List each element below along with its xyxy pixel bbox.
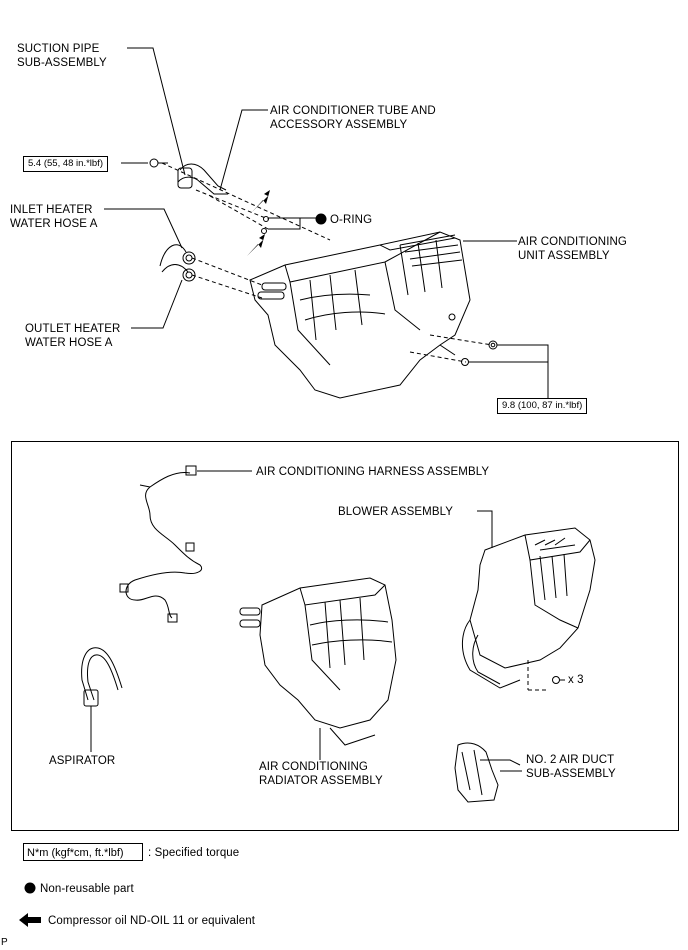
footer-mark: P	[1, 937, 8, 948]
legend-torque-box: N*m (kgf*cm, ft.*lbf)	[23, 843, 143, 861]
leader-tube-assembly	[219, 109, 268, 191]
component-panel	[11, 441, 679, 831]
oil-arrow-1	[252, 190, 270, 212]
legend-nonreusable: Non-reusable part	[40, 883, 134, 895]
label-radiator: AIR CONDITIONING RADIATOR ASSEMBLY	[259, 761, 383, 787]
label-duct: NO. 2 AIR DUCT SUB-ASSEMBLY	[526, 754, 616, 780]
legend-oil: Compressor oil ND-OIL 11 or equivalent	[48, 915, 256, 927]
torque-unit: 9.8 (100, 87 in.*lbf)	[497, 398, 588, 414]
non-reusable-marker	[315, 213, 327, 225]
label-screw-count: x 3	[568, 674, 584, 686]
label-harness: AIR CONDITIONING HARNESS ASSEMBLY	[256, 466, 490, 478]
label-blower: BLOWER ASSEMBLY	[338, 506, 454, 518]
legend-dot	[24, 882, 36, 894]
label-suction-pipe: SUCTION PIPE SUB-ASSEMBLY	[17, 43, 107, 69]
legend-oil-arrow	[19, 913, 41, 927]
label-tube-assembly: AIR CONDITIONER TUBE AND ACCESSORY ASSEM…	[270, 105, 436, 131]
torque-suction: 5.4 (55, 48 in.*lbf)	[23, 156, 108, 172]
label-o-ring: O-RING	[330, 214, 373, 226]
leader-o-ring	[268, 217, 316, 230]
leader-outlet-hose	[131, 279, 183, 329]
leader-inlet-hose	[104, 208, 183, 249]
label-unit-assembly: AIR CONDITIONING UNIT ASSEMBLY	[518, 236, 627, 262]
label-outlet-hose: OUTLET HEATER WATER HOSE A	[25, 323, 121, 349]
label-aspirator: ASPIRATOR	[49, 755, 116, 767]
leader-suction-pipe	[127, 47, 186, 176]
harness-wire	[125, 471, 203, 619]
label-inlet-hose: INLET HEATER WATER HOSE A	[10, 204, 98, 230]
leader-unit-torque	[470, 344, 549, 398]
legend-torque-text: : Specified torque	[148, 847, 240, 859]
oil-arrow-2	[247, 234, 265, 256]
